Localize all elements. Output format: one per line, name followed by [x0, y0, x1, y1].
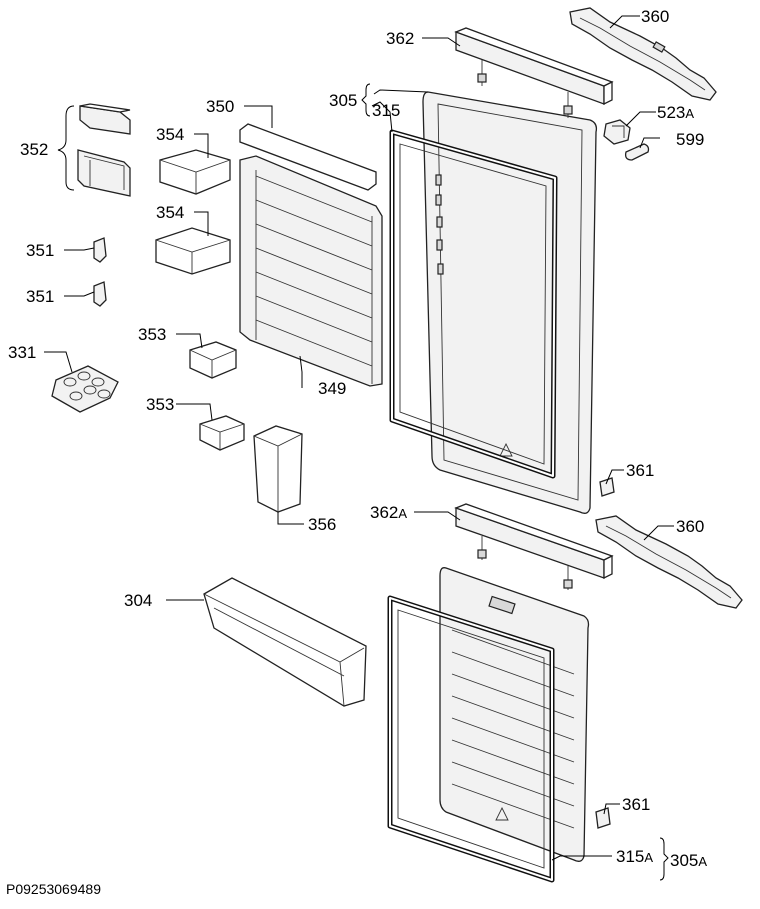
- bottle-shelf: [203, 577, 367, 707]
- upper-shelf-bracket-set: [77, 103, 131, 197]
- label-305a-suffix: A: [698, 854, 707, 869]
- label-360-bottom: 360: [676, 517, 704, 536]
- dairy-tray-upper: [159, 149, 231, 195]
- lower-door-frame: [439, 567, 590, 862]
- label-361-top: 361: [626, 461, 654, 480]
- reference-code: P09253069489: [6, 881, 101, 897]
- upper-door-shelf-rack: [239, 123, 383, 387]
- brace-305: [361, 83, 371, 117]
- label-356: 356: [308, 515, 336, 534]
- label-523a-number: 523: [657, 103, 685, 122]
- upper-hinge-part: [569, 7, 717, 101]
- label-361-bottom: 361: [622, 795, 650, 814]
- label-353-top: 353: [138, 325, 166, 344]
- label-349: 349: [318, 379, 346, 398]
- upper-door-gasket: [389, 129, 558, 479]
- small-box-upper: [189, 341, 237, 379]
- label-351-bottom: 351: [26, 287, 54, 306]
- door-cup: [253, 425, 303, 513]
- label-354-bottom: 354: [156, 203, 184, 222]
- dairy-tray-lower: [155, 227, 231, 275]
- leader-lines: [44, 15, 674, 861]
- label-350: 350: [206, 97, 234, 116]
- label-523a-suffix: A: [685, 106, 694, 121]
- egg-tray: [51, 365, 119, 413]
- pin-part: [624, 143, 650, 161]
- label-523a: 523A: [657, 103, 694, 122]
- label-331: 331: [8, 343, 36, 362]
- brace-305a: [659, 837, 669, 881]
- label-305a: 305A: [670, 851, 707, 870]
- switch-part: [603, 119, 631, 145]
- label-362a-suffix: A: [398, 506, 407, 521]
- cover-tab-lower: [595, 807, 611, 829]
- lower-door-gasket: [387, 595, 555, 883]
- small-box-lower: [199, 415, 245, 451]
- clip-part-lower: [93, 281, 107, 307]
- label-599: 599: [676, 130, 704, 149]
- label-315a-suffix: A: [644, 850, 653, 865]
- label-351-top: 351: [26, 241, 54, 260]
- upper-hinge-cover-bar: [454, 27, 614, 118]
- clip-part-upper: [93, 237, 107, 263]
- label-354-top: 354: [156, 125, 184, 144]
- label-315a: 315A: [616, 847, 653, 866]
- label-305: 305: [329, 91, 357, 110]
- label-362a-number: 362: [370, 503, 398, 522]
- lower-hinge-part: [595, 515, 743, 609]
- brace-352: [57, 105, 75, 191]
- label-315: 315: [372, 101, 400, 120]
- label-352: 352: [20, 140, 48, 159]
- label-305a-number: 305: [670, 851, 698, 870]
- upper-door-frame: [422, 91, 598, 514]
- label-362a: 362A: [370, 503, 407, 522]
- label-362: 362: [386, 29, 414, 48]
- lower-hinge-cover-bar: [454, 503, 614, 590]
- label-353-bottom: 353: [146, 395, 174, 414]
- label-315a-number: 315: [616, 847, 644, 866]
- label-304: 304: [124, 591, 152, 610]
- label-360-top: 360: [641, 7, 669, 26]
